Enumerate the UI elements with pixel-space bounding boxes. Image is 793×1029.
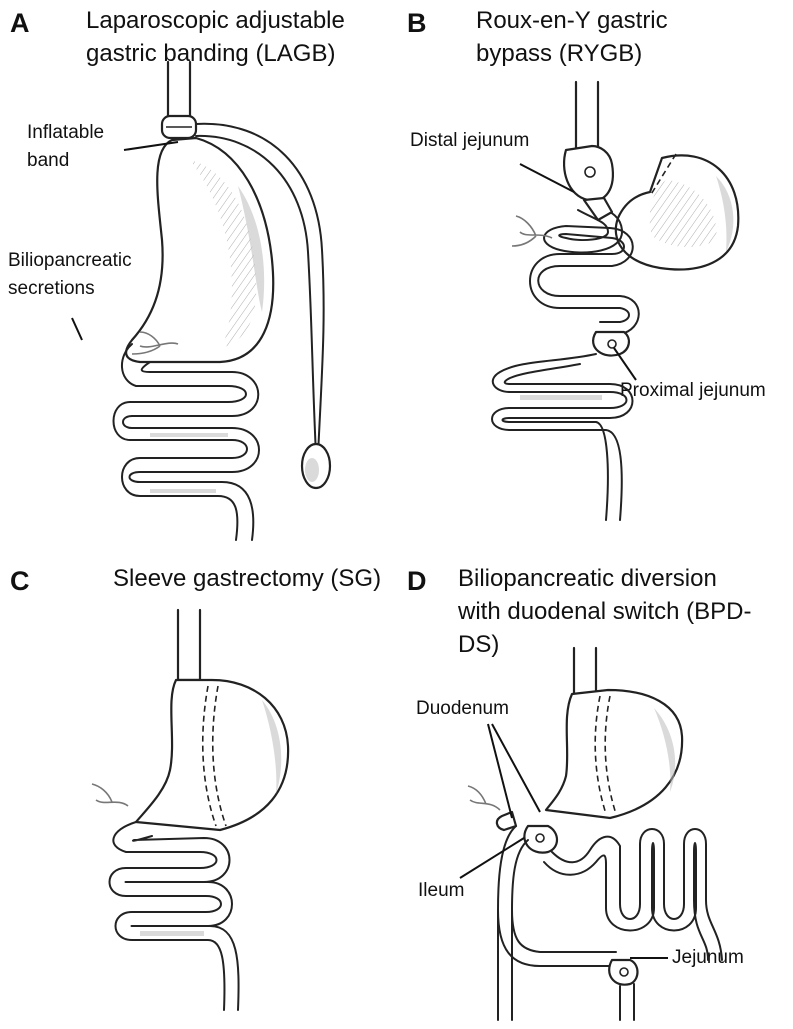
panel-d-title-line1: Biliopancreatic diversion: [458, 565, 717, 592]
label-inflatable-band-line1: Inflatable: [27, 122, 105, 143]
panel-b-letter: B: [407, 8, 427, 38]
label-proximal-jejunum: Proximal jejunum: [620, 380, 766, 401]
panel-c-letter: C: [10, 566, 30, 596]
panel-a-illustration: [71, 60, 332, 541]
panel-d-title-line2: with duodenal switch (BPD-: [458, 598, 752, 625]
label-secretions-line1: Biliopancreatic: [8, 250, 132, 271]
panel-b-illustration: [491, 80, 740, 521]
panel-b-title-line1: Roux-en-Y gastric: [476, 7, 668, 34]
panel-c-title-line1: Sleeve gastrectomy (SG): [113, 565, 382, 592]
panel-a-title-line2: gastric banding (LAGB): [86, 40, 336, 67]
panel-d-letter: D: [407, 566, 427, 596]
label-inflatable-band-line2: band: [27, 150, 70, 171]
panel-b-title-line2: bypass (RYGB): [476, 40, 643, 67]
panel-a-title-line1: Laparoscopic adjustable: [86, 7, 345, 34]
panel-d-illustration: [459, 646, 723, 1021]
label-distal-jejunum: Distal jejunum: [410, 130, 530, 151]
panel-a-letter: A: [10, 8, 30, 38]
label-ileum: Ileum: [418, 880, 465, 901]
label-secretions-line2: secretions: [8, 278, 95, 299]
panel-d-title-line3: DS): [458, 631, 500, 658]
label-duodenum: Duodenum: [416, 698, 509, 719]
panel-c-illustration: [91, 608, 290, 1011]
nerve-branch-icon: [131, 331, 179, 355]
